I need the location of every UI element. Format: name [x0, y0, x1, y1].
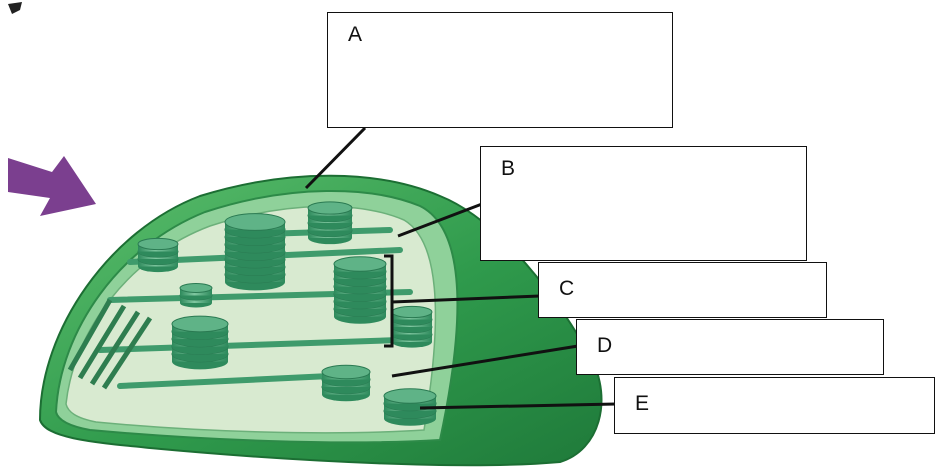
granum-2 — [225, 214, 285, 291]
granum-1 — [138, 238, 178, 272]
purple-arrow — [8, 156, 96, 216]
label-box-c[interactable]: C — [538, 262, 827, 318]
granum-6 — [392, 306, 432, 347]
label-letter-a: A — [348, 23, 362, 47]
label-letter-d: D — [597, 334, 612, 358]
granum-7 — [322, 365, 370, 401]
label-letter-b: B — [501, 157, 515, 181]
label-box-d[interactable]: D — [576, 319, 884, 375]
label-letter-c: C — [559, 277, 574, 301]
label-box-a[interactable]: A — [327, 12, 673, 128]
granum-4 — [334, 257, 386, 324]
corner-mark — [8, 2, 22, 14]
label-box-e[interactable]: E — [614, 377, 935, 434]
label-box-b[interactable]: B — [480, 146, 807, 261]
granum-3 — [308, 202, 352, 244]
label-letter-e: E — [635, 392, 649, 416]
granum-9 — [180, 284, 212, 308]
granum-5 — [172, 316, 228, 369]
